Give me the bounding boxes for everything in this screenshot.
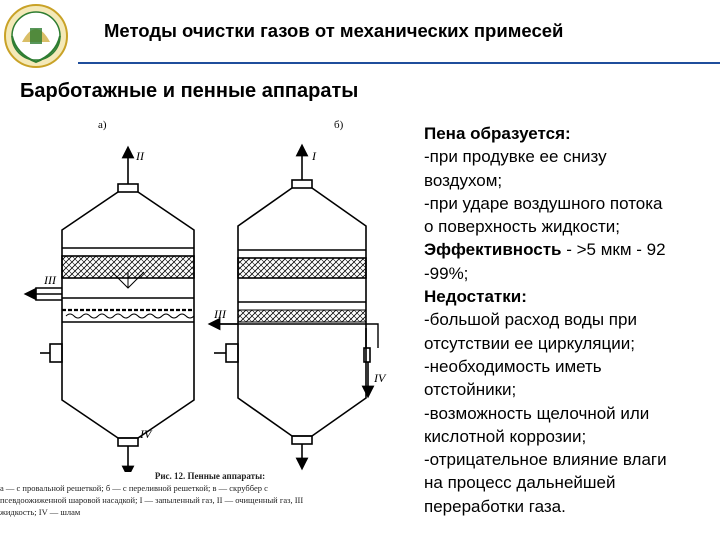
text-line: переработки газа. [424,496,566,516]
text-line: -отрицательное влияние влаги [424,450,667,470]
label-a: а) [98,119,107,131]
text-line: воздухом; [424,170,503,190]
efficiency-continuation: -99%; [424,263,469,283]
label-b: б) [334,119,344,131]
foam-forms-heading: Пена образуется: [424,124,571,143]
device-b-bottom-flow: IV [373,371,387,385]
description-panel: Пена образуется: -при продувке ее снизу … [424,122,714,518]
device-a-side-flow: III [43,273,57,287]
text-line: -возможность щелочной или [424,403,650,423]
device-b-top-flow: I [311,149,317,163]
device-a-top-flow: II [135,149,145,163]
caption-line: а — с провальной решеткой; б — с перелив… [0,483,268,493]
figure-caption: Рис. 12. Пенные аппараты: а — с провальн… [0,470,420,518]
caption-line: псевдоожиженной шаровой насадкой; I — за… [0,495,304,505]
text-line: -большой расход воды при [424,310,637,330]
device-b-side-flow: III [213,307,227,321]
foam-apparatus-figure: а) б) II III IV [0,112,420,540]
title-divider [78,62,720,64]
text-line: на процесс дальнейшей [424,473,616,493]
device-a-bottom-flow: IV [139,427,153,441]
section-subtitle: Барботажные и пенные аппараты [20,80,359,102]
page-title: Методы очистки газов от механических при… [104,20,564,41]
university-logo [2,2,70,70]
text-line: -при ударе воздушного потока [424,193,663,213]
efficiency-line: Эффективность - >5 мкм - 92 [424,238,714,261]
text-line: о поверхность жидкости; [424,217,620,237]
drawbacks-heading: Недостатки: [424,287,527,307]
caption-line: жидкость; IV — шлам [0,507,81,517]
text-line: кислотной коррозии; [424,426,587,446]
device-b [207,143,379,471]
device-a [23,145,195,472]
caption-title: Рис. 12. Пенные аппараты: [154,471,266,481]
text-line: -при продувке ее снизу [424,147,607,167]
efficiency-value: - >5 мкм - 92 [561,240,666,260]
efficiency-label: Эффективность [424,240,562,260]
text-line: отсутствии ее циркуляции; [424,333,635,353]
text-line: -необходимость иметь [424,356,602,376]
text-line: отстойники; [424,380,517,400]
